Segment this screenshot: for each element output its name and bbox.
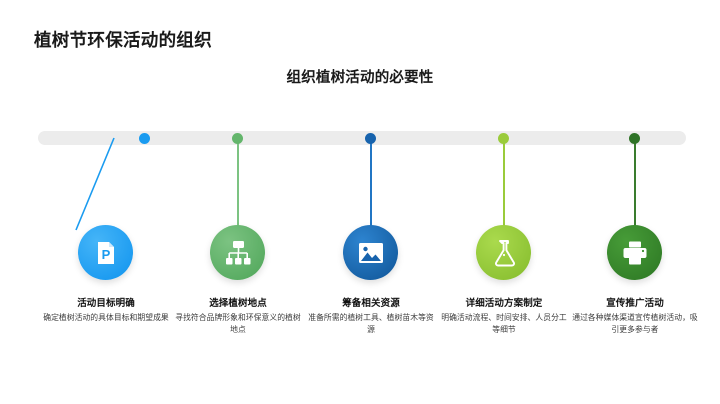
page-subtitle: 组织植树活动的必要性 (286, 70, 434, 86)
node-icon-circle-4[interactable] (476, 225, 531, 280)
process-node-1[interactable]: P 活动目标明确 确定植树活动的具体目标和期望成果 (26, 0, 186, 404)
node-icon-circle-1[interactable]: P (78, 225, 133, 280)
node-icon-circle-5[interactable] (607, 225, 662, 280)
printer-icon (621, 240, 649, 266)
connector-line-2 (237, 138, 239, 228)
connector-line-3 (370, 138, 372, 228)
connector-line-4 (503, 138, 505, 228)
timeline-track (38, 131, 686, 145)
node-description-1: 确定植树活动的具体目标和期望成果 (43, 313, 169, 322)
connector-dot-3 (365, 133, 376, 144)
node-label-1: 活动目标明确 (77, 298, 135, 309)
image-icon (357, 241, 385, 265)
node-icon-circle-2[interactable] (210, 225, 265, 280)
node-label-2: 选择植树地点 (209, 298, 267, 309)
node-icon-circle-3[interactable] (343, 225, 398, 280)
node-label-4: 详细活动方案制定 (465, 298, 543, 309)
sitemap-icon (224, 240, 252, 266)
process-node-5[interactable]: 宣传推广活动 通过各种媒体渠道宣传植树活动，吸引更多参与者 (555, 0, 715, 404)
node-description-2: 寻找符合品牌形象和环保意义的植树地点 (175, 313, 301, 335)
process-node-2[interactable]: 选择植树地点 寻找符合品牌形象和环保意义的植树地点 (158, 0, 318, 404)
connector-line-1 (75, 137, 115, 231)
node-description-5: 通过各种媒体渠道宣传植树活动，吸引更多参与者 (572, 313, 698, 335)
connector-dot-2 (232, 133, 243, 144)
node-label-5: 宣传推广活动 (606, 298, 664, 309)
flask-icon (491, 239, 517, 267)
file-p-icon: P (92, 239, 120, 267)
node-label-3: 筹备相关资源 (342, 298, 400, 309)
process-node-3[interactable]: 筹备相关资源 准备所需的植树工具、植树苗木等资源 (291, 0, 451, 404)
node-description-3: 准备所需的植树工具、植树苗木等资源 (308, 313, 434, 335)
connector-dot-5 (629, 133, 640, 144)
connector-dot-4 (498, 133, 509, 144)
connector-dot-1 (139, 133, 150, 144)
page-title: 植树节环保活动的组织 (34, 30, 212, 50)
connector-line-5 (634, 138, 636, 228)
node-description-4: 明确活动流程、时间安排、人员分工等细节 (441, 313, 567, 335)
process-node-4[interactable]: 详细活动方案制定 明确活动流程、时间安排、人员分工等细节 (424, 0, 584, 404)
svg-text:P: P (101, 247, 110, 262)
